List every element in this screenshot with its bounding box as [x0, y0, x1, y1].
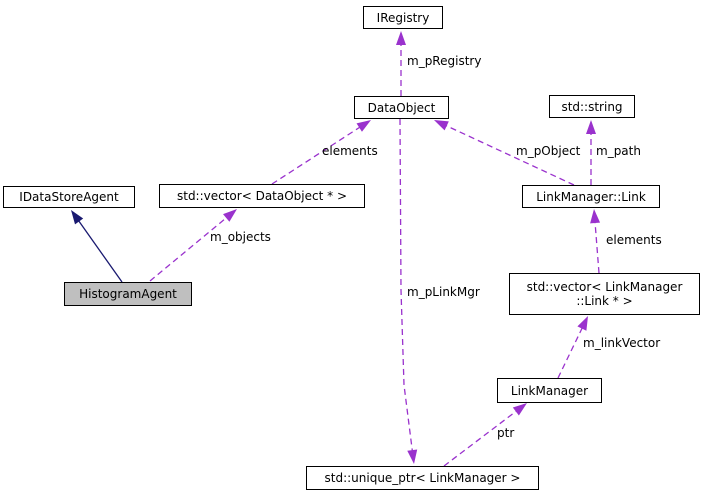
- edge-line-usage-m-pobject: [444, 124, 575, 186]
- node-label-std-string: std::string: [561, 99, 623, 114]
- node-label-idatastoreagent: IDataStoreAgent: [19, 190, 119, 204]
- edge-label-usage-m-objects: m_objects: [210, 230, 271, 244]
- node-label-unique-ptr: std::unique_ptr< LinkManager >: [324, 471, 521, 485]
- node-label-vector-link: std::vector< LinkManager ::Link * >: [526, 280, 683, 308]
- node-std-string[interactable]: std::string: [549, 95, 635, 118]
- node-iregistry[interactable]: IRegistry: [363, 6, 443, 29]
- edge-label-usage-elements-right: elements: [606, 233, 662, 247]
- node-unique-ptr[interactable]: std::unique_ptr< LinkManager >: [306, 466, 539, 490]
- edge-arrowhead-usage-m-pobject: [434, 120, 449, 131]
- node-vector-dataobject[interactable]: std::vector< DataObject * >: [159, 184, 365, 208]
- edge-label-usage-elements-left: elements: [322, 144, 378, 158]
- edge-arrowhead-usage-m-pregistry: [396, 31, 406, 45]
- edge-arrowhead-usage-elements-left: [356, 120, 371, 132]
- node-linkmanager-link[interactable]: LinkManager::Link: [522, 185, 660, 208]
- node-label-histogramagent: HistogramAgent: [79, 287, 177, 301]
- node-histogramagent[interactable]: HistogramAgent: [64, 282, 192, 306]
- edge-arrowhead-usage-m-objects: [223, 209, 237, 222]
- node-idatastoreagent[interactable]: IDataStoreAgent: [3, 186, 135, 208]
- edge-arrowhead-usage-m-plinkmgr: [407, 449, 418, 464]
- edge-line-usage-m-linkvector: [557, 326, 584, 379]
- edge-arrowhead-usage-elements-right: [590, 209, 601, 224]
- edge-label-usage-m-plinkmgr: m_pLinkMgr: [407, 285, 480, 299]
- node-label-iregistry: IRegistry: [376, 10, 430, 25]
- edge-line-usage-m-objects: [149, 216, 229, 282]
- edge-arrowhead-usage-m-linkvector: [577, 316, 588, 331]
- node-label-linkmanager: LinkManager: [510, 383, 589, 398]
- edge-label-usage-m-pregistry: m_pRegistry: [407, 54, 482, 68]
- node-label-vector-dataobject: std::vector< DataObject * >: [176, 189, 347, 203]
- edge-label-usage-m-linkvector: m_linkVector: [583, 336, 661, 350]
- edge-label-usage-m-pobject: m_pObject: [516, 144, 581, 158]
- edge-arrowhead-usage-ptr: [512, 403, 527, 416]
- edge-line-usage-m-plinkmgr: [399, 118, 414, 453]
- node-label-dataobject: DataObject: [367, 100, 436, 115]
- edge-line-inherit-histogramagent-idatastoreagent: [77, 219, 123, 283]
- node-dataobject[interactable]: DataObject: [354, 96, 449, 119]
- edge-label-usage-ptr: ptr: [497, 426, 515, 440]
- node-vector-link[interactable]: std::vector< LinkManager ::Link * >: [509, 273, 700, 315]
- edge-arrowhead-usage-m-path: [586, 120, 596, 134]
- edge-arrowhead-inherit-histogramagent-idatastoreagent: [71, 210, 84, 225]
- node-label-linkmanager-link: LinkManager::Link: [536, 189, 646, 204]
- edge-line-usage-elements-right: [594, 220, 600, 274]
- edge-line-usage-elements-left: [271, 125, 362, 185]
- node-linkmanager[interactable]: LinkManager: [497, 378, 602, 403]
- edge-label-usage-m-path: m_path: [596, 144, 641, 158]
- edge-line-usage-ptr: [443, 409, 518, 467]
